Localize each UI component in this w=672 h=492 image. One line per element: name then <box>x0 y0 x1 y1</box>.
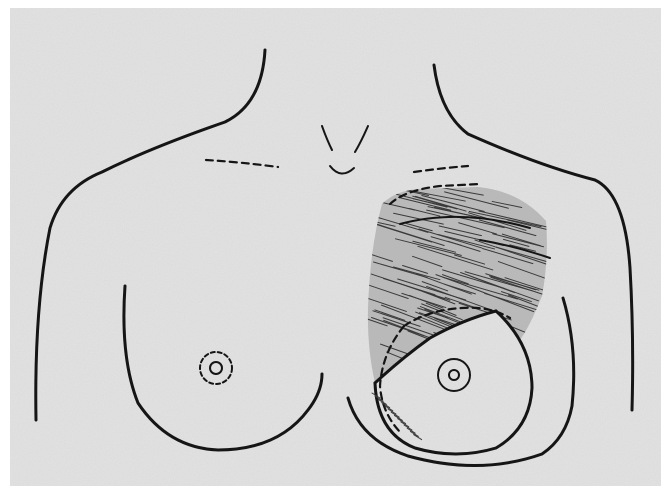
chest-diagram <box>10 8 661 486</box>
paper-background <box>10 8 661 486</box>
illustration-panel <box>10 8 661 486</box>
